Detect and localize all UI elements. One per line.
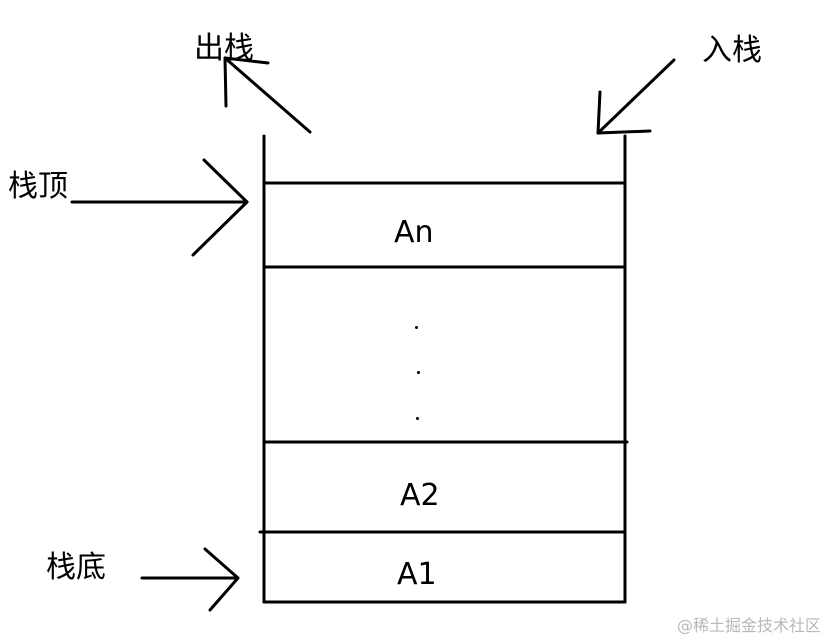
bottom-pointer-arrow-icon <box>140 547 240 612</box>
push-arrow-icon <box>596 58 676 135</box>
ellipsis-dot <box>415 326 418 329</box>
cell-a2-label: A2 <box>400 478 440 513</box>
watermark: @稀土掘金技术社区 <box>676 616 821 635</box>
cell-an-label: An <box>394 215 434 250</box>
stack-bottom-label: 栈底 <box>46 550 106 585</box>
cell-a1-label: A1 <box>397 557 437 592</box>
pop-arrow-icon <box>223 56 312 134</box>
pop-label: 出栈 <box>194 31 254 66</box>
ellipsis-dot <box>417 371 420 374</box>
push-label: 入栈 <box>702 33 762 68</box>
top-pointer-arrow-icon <box>70 158 249 257</box>
stack-top-label: 栈顶 <box>8 169 68 204</box>
ellipsis-dot <box>416 417 419 420</box>
